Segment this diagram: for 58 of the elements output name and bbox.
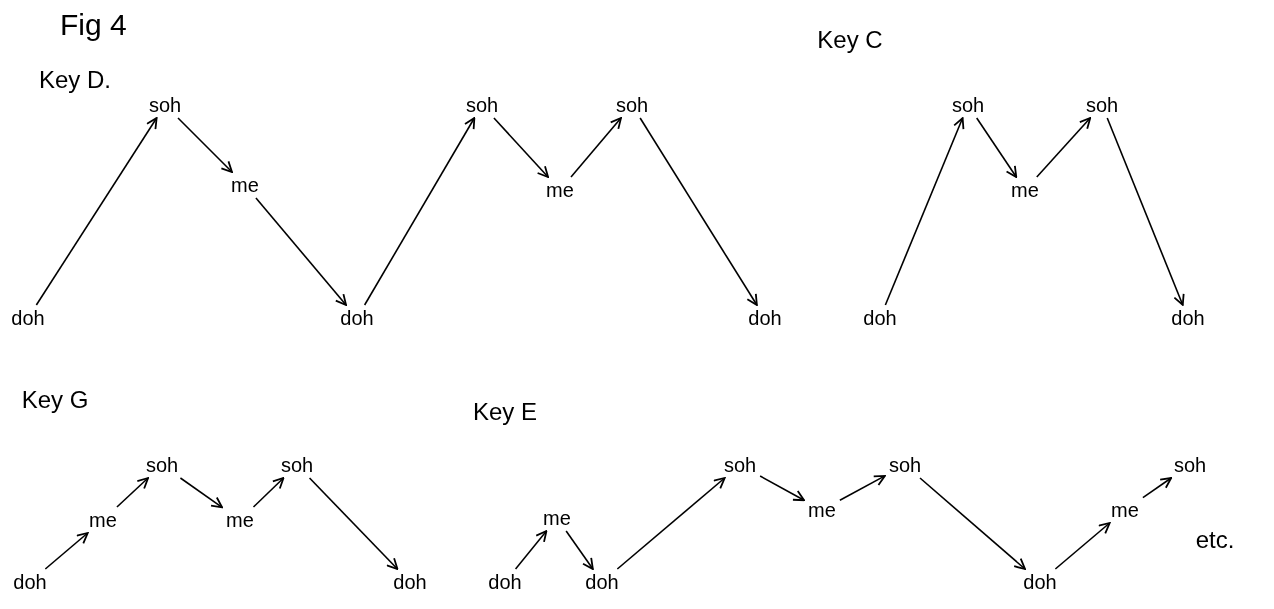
syllable-label: me xyxy=(545,180,575,200)
arrow xyxy=(919,477,1026,570)
syllable-label: soh xyxy=(144,455,180,475)
syllable-label: me xyxy=(88,510,118,530)
key-label: Key E xyxy=(473,400,537,424)
syllable-label: soh xyxy=(887,455,923,475)
arrow xyxy=(1036,117,1092,178)
arrow xyxy=(839,475,886,502)
arrow xyxy=(616,477,726,570)
arrow xyxy=(570,117,622,178)
arrow xyxy=(179,477,223,509)
key-label: Key G xyxy=(21,388,89,412)
arrow xyxy=(1054,522,1111,570)
arrow xyxy=(975,117,1018,178)
syllable-label: doh xyxy=(1022,572,1058,592)
arrow xyxy=(252,477,285,508)
syllable-label: soh xyxy=(279,455,315,475)
syllable-label: soh xyxy=(464,95,500,115)
syllable-label: soh xyxy=(1084,95,1120,115)
syllable-label: doh xyxy=(487,572,523,592)
key-label: Key D. xyxy=(39,68,111,92)
arrow xyxy=(514,530,548,570)
syllable-label: doh xyxy=(12,572,48,592)
arrow xyxy=(177,117,233,173)
arrow xyxy=(1106,117,1185,306)
syllable-label: doh xyxy=(862,308,898,328)
arrow xyxy=(1142,477,1173,499)
syllable-label: me xyxy=(230,175,260,195)
arrow xyxy=(363,117,476,306)
syllable-label: soh xyxy=(1172,455,1208,475)
syllable-label: me xyxy=(225,510,255,530)
arrow xyxy=(565,530,594,570)
arrow xyxy=(493,117,549,178)
arrow xyxy=(44,532,89,570)
arrow xyxy=(884,117,965,306)
syllable-label: soh xyxy=(614,95,650,115)
arrow xyxy=(255,197,347,306)
syllable-label: doh xyxy=(584,572,620,592)
syllable-label: me xyxy=(807,500,837,520)
arrow xyxy=(116,477,149,508)
syllable-label: doh xyxy=(392,572,428,592)
syllable-label: soh xyxy=(147,95,183,115)
arrow xyxy=(639,117,758,306)
key-label: Key C xyxy=(817,28,883,52)
syllable-label: doh xyxy=(747,308,783,328)
arrow xyxy=(35,117,158,306)
syllable-label: soh xyxy=(722,455,758,475)
syllable-label: me xyxy=(1010,180,1040,200)
syllable-label: me xyxy=(542,508,572,528)
figure-title: Fig 4 xyxy=(60,10,127,40)
syllable-label: doh xyxy=(10,308,46,328)
syllable-label: doh xyxy=(339,308,375,328)
arrow xyxy=(759,475,805,502)
syllable-label: me xyxy=(1110,500,1140,520)
note: etc. xyxy=(1195,528,1235,552)
syllable-label: doh xyxy=(1170,308,1206,328)
syllable-label: soh xyxy=(950,95,986,115)
arrow xyxy=(308,477,399,570)
